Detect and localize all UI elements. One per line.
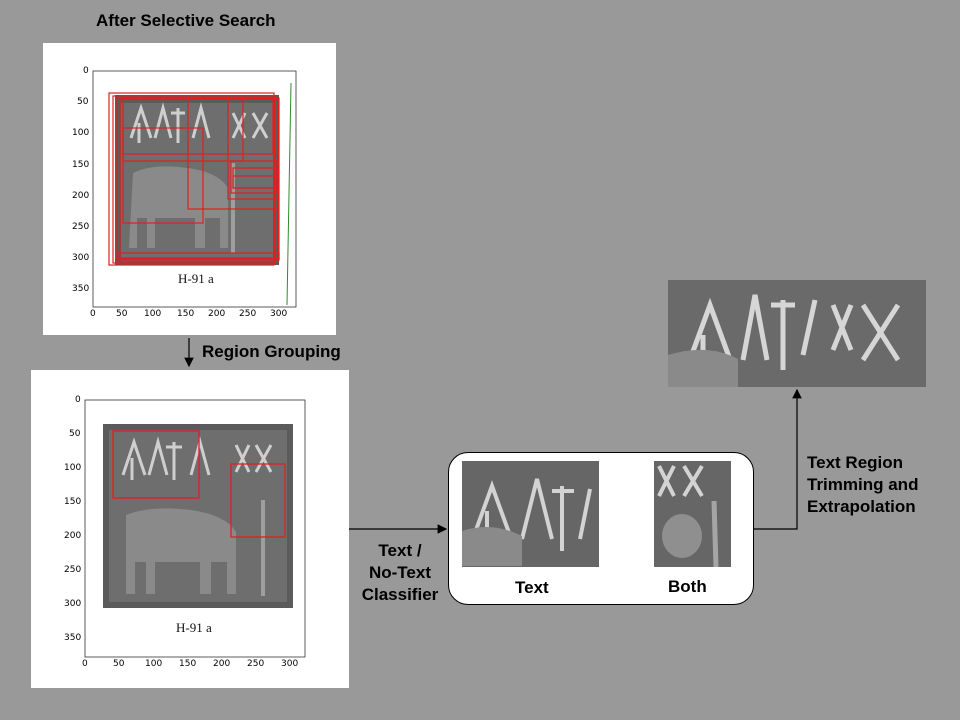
y-tick-300: 300: [64, 599, 82, 609]
y-tick-350: 350: [72, 284, 90, 294]
trimming-line-3: Extrapolation: [807, 497, 916, 516]
x-tick-50: 50: [113, 659, 125, 669]
x-tick-250: 250: [247, 659, 265, 669]
trimmed-text-region-image: [668, 280, 926, 387]
x-tick-300: 300: [270, 309, 288, 319]
region-grouping-plot: [84, 399, 306, 658]
y-tick-50: 50: [69, 429, 81, 439]
step-trimming: Text Region Trimming and Extrapolation: [807, 452, 918, 518]
y-tick-100: 100: [64, 463, 82, 473]
x-tick-0: 0: [82, 659, 88, 669]
x-tick-200: 200: [213, 659, 231, 669]
x-tick-200: 200: [208, 309, 226, 319]
seal-image: [115, 82, 292, 306]
y-tick-350: 350: [64, 633, 82, 643]
seal-caption: H-91 a: [176, 620, 212, 635]
y-tick-0: 0: [83, 66, 89, 76]
grouped-region-boxes: [112, 430, 286, 538]
y-tick-250: 250: [72, 222, 90, 232]
classifier-line-1: Text /: [378, 541, 422, 560]
selective-search-panel: 0 50 100 150 200 250 300 0 50 100 150 20…: [43, 43, 336, 335]
seal-caption: H-91 a: [178, 271, 214, 286]
y-tick-150: 150: [64, 497, 82, 507]
trimming-line-2: Trimming and: [807, 475, 919, 494]
x-tick-250: 250: [239, 309, 257, 319]
x-tick-300: 300: [281, 659, 299, 669]
y-tick-200: 200: [72, 191, 90, 201]
both-crop-image: [654, 461, 731, 567]
step-region-grouping: Region Grouping: [202, 342, 341, 361]
both-class-label: Both: [668, 577, 707, 596]
y-tick-200: 200: [64, 531, 82, 541]
y-tick-250: 250: [64, 565, 82, 575]
y-tick-100: 100: [72, 128, 90, 138]
x-tick-100: 100: [144, 309, 162, 319]
region-grouping-panel: 0 50 100 150 200 250 300 0 50 100 150 20…: [31, 370, 349, 688]
x-tick-150: 150: [177, 309, 195, 319]
classifier-line-3: Classifier: [361, 585, 439, 604]
seal-image: [103, 424, 293, 608]
x-tick-50: 50: [116, 309, 128, 319]
classifier-output-box: Text Both: [448, 452, 754, 605]
x-tick-100: 100: [145, 659, 163, 669]
x-tick-150: 150: [179, 659, 197, 669]
selective-search-boxes: [108, 92, 280, 266]
text-class-label: Text: [515, 578, 549, 597]
selective-search-plot: [92, 70, 297, 308]
text-crop-image: [462, 461, 599, 567]
y-tick-150: 150: [72, 160, 90, 170]
trimming-line-1: Text Region: [807, 453, 904, 472]
y-tick-300: 300: [72, 253, 90, 263]
title: After Selective Search: [96, 11, 276, 30]
step-classifier: Text / No-Text Classifier: [352, 540, 448, 606]
x-tick-0: 0: [90, 309, 96, 319]
y-tick-0: 0: [75, 395, 81, 405]
classifier-line-2: No-Text: [368, 563, 431, 582]
y-tick-50: 50: [77, 97, 89, 107]
